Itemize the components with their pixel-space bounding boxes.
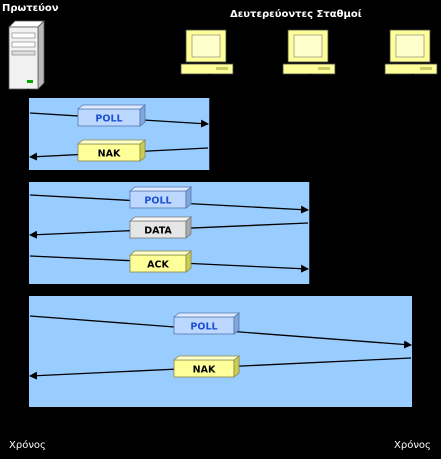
server-icon [8,20,45,90]
message-tag-data: DATA [128,216,193,239]
message-label: POLL [144,196,171,207]
message-label: POLL [95,114,122,125]
message-label: POLL [190,322,217,333]
message-tag-poll: POLL [76,104,147,127]
message-tag-nak: NAK [172,355,241,378]
monitor-icon-station-1 [180,29,234,75]
secondary-stations-label: Δευτερεύοντες Σταθμοί [230,8,362,20]
message-tag-nak: NAK [76,139,147,162]
time-label-right: Χρόνος [394,439,431,451]
time-label-left: Χρόνος [9,439,46,451]
message-label: DATA [144,226,172,237]
message-label: NAK [98,149,121,160]
message-tag-poll: POLL [172,312,241,335]
message-label: ACK [147,260,169,271]
monitor-icon-station-2 [282,29,336,75]
primary-station-label: Πρωτεύον [2,2,59,14]
monitor-icon-station-3 [384,29,438,75]
message-tag-poll: POLL [128,186,193,209]
message-label: NAK [193,365,216,376]
message-tag-ack: ACK [128,250,193,273]
